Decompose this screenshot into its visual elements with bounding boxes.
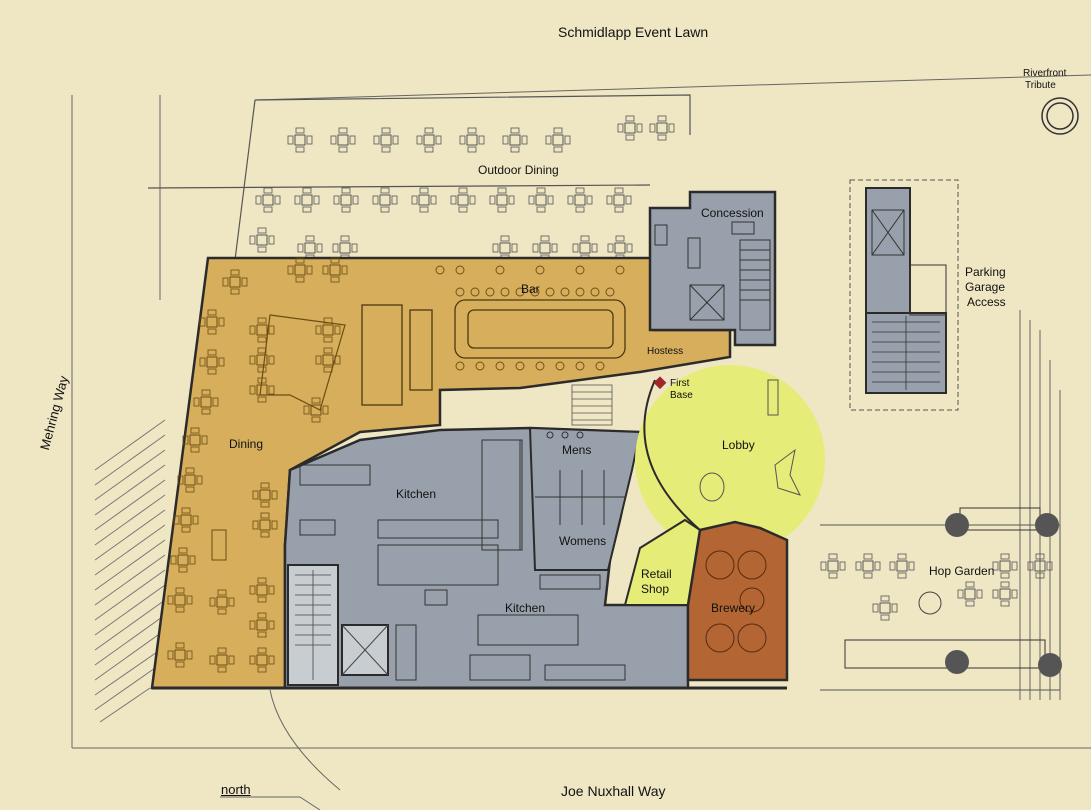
kitchen-equipment [299,439,626,681]
joe-nuxhall-way-label: Joe Nuxhall Way [561,783,666,799]
concession-label: Concession [701,206,764,220]
riverfront-tribute [1041,97,1079,135]
lobby-label: Lobby [722,438,755,452]
lobby-furniture [699,379,801,502]
first-base-label: First [670,378,690,389]
schmidlapp-label: Schmidlapp Event Lawn [558,24,709,40]
garage-label: Garage [965,280,1006,294]
dining-tables [167,257,348,673]
outdoor-dining-label: Outdoor Dining [478,163,559,177]
kitchen-bottom-label: Kitchen [505,601,546,615]
restroom-fixtures [535,431,625,590]
outdoor-tables [249,115,675,261]
concession-area [648,190,777,347]
brewery-label: Brewery [711,601,756,615]
parking-label: Parking [965,265,1006,279]
hop-garden [820,507,1062,691]
bar-counter [361,299,626,406]
access-label: Access [967,295,1006,309]
bar-label: Bar [521,282,540,296]
bar-stairs [571,384,613,426]
brewery-tanks [705,550,767,653]
mens-label: Mens [562,443,592,457]
street-stripes [94,419,166,723]
kitchen-top-label: Kitchen [396,487,437,501]
hostess-label: Hostess [647,346,684,357]
concession-fixtures [654,221,771,331]
first-base-marker [653,376,667,390]
retail-label: Retail [641,567,672,581]
riverfront-label: Riverfront [1023,68,1067,79]
riverfront-tribute-label: Tribute [1025,80,1056,91]
hop-garden-label: Hop Garden [929,564,995,578]
north-label: north [221,782,251,797]
brewery-area [686,520,789,682]
site-lines [71,74,1091,810]
lobby-wall [643,379,701,531]
dining-label: Dining [229,437,264,451]
outdoor-fence [147,94,691,261]
parking-garage-access [849,179,959,411]
womens-label: Womens [559,534,607,548]
kitchen-stairs [287,564,389,686]
shop-label: Shop [641,582,670,596]
base-label: Base [670,390,693,401]
